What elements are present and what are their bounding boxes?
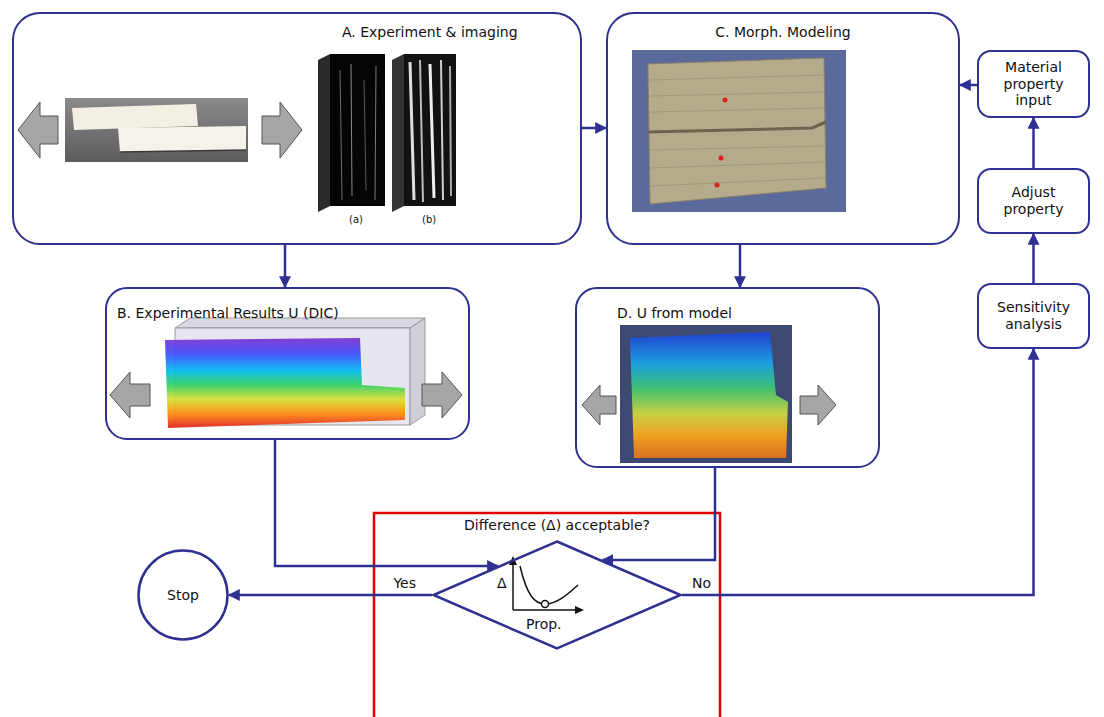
process-box: Adjust property [977,168,1090,234]
model-displacement [582,325,836,463]
process-box: C. Morph. Modeling [606,12,960,245]
process-box: B. Experimental Results U (DIC) [105,287,470,440]
box-label: D. U from model [617,305,732,322]
circle-outline [139,551,228,640]
diamond-outline [434,542,681,649]
box-label: B. Experimental Results U (DIC) [117,305,339,322]
flow-arrow [582,127,606,130]
decision-diamond: Difference (Δ) acceptable? Δ Prop. [432,516,682,650]
decision-heading: Difference (Δ) acceptable? [432,516,682,534]
box-label: A. Experiment & imaging [342,24,518,41]
box-label: Material property input [985,59,1082,109]
diamond-outline [432,540,682,650]
dic-plot [110,318,462,428]
image-label: (b) [422,214,436,226]
flow-arrow [960,84,977,87]
flow-arrow [229,594,432,597]
terminal-label: Stop [167,587,199,604]
edge-label: Yes [391,575,418,592]
flow-arrow [602,468,715,560]
process-box: A. Experiment & imaging [12,12,582,245]
flow-arrow [1032,234,1035,283]
model-render [632,50,846,212]
flow-arrow [682,349,1034,595]
box-label: Sensitivity analysis [985,299,1082,333]
highlight-frame [374,513,720,717]
axis-label: Δ [497,575,507,592]
process-box: D. U from model [575,287,880,468]
terminal-circle: Stop [137,549,229,641]
flow-arrow [1032,118,1035,168]
mini-chart [509,556,584,614]
flow-arrow [739,245,742,287]
box-label: Adjust property [985,184,1082,218]
edge-label: No [690,575,713,592]
ct-image [318,54,456,212]
box-label: C. Morph. Modeling [608,24,958,41]
flow-arrow [284,245,287,287]
process-box: Material property input [977,50,1090,118]
axis-label: Prop. [526,616,562,633]
flow-arrow [275,440,498,566]
image-label: (a) [349,214,363,226]
specimen-photo [18,98,302,162]
process-box: Sensitivity analysis [977,283,1090,349]
